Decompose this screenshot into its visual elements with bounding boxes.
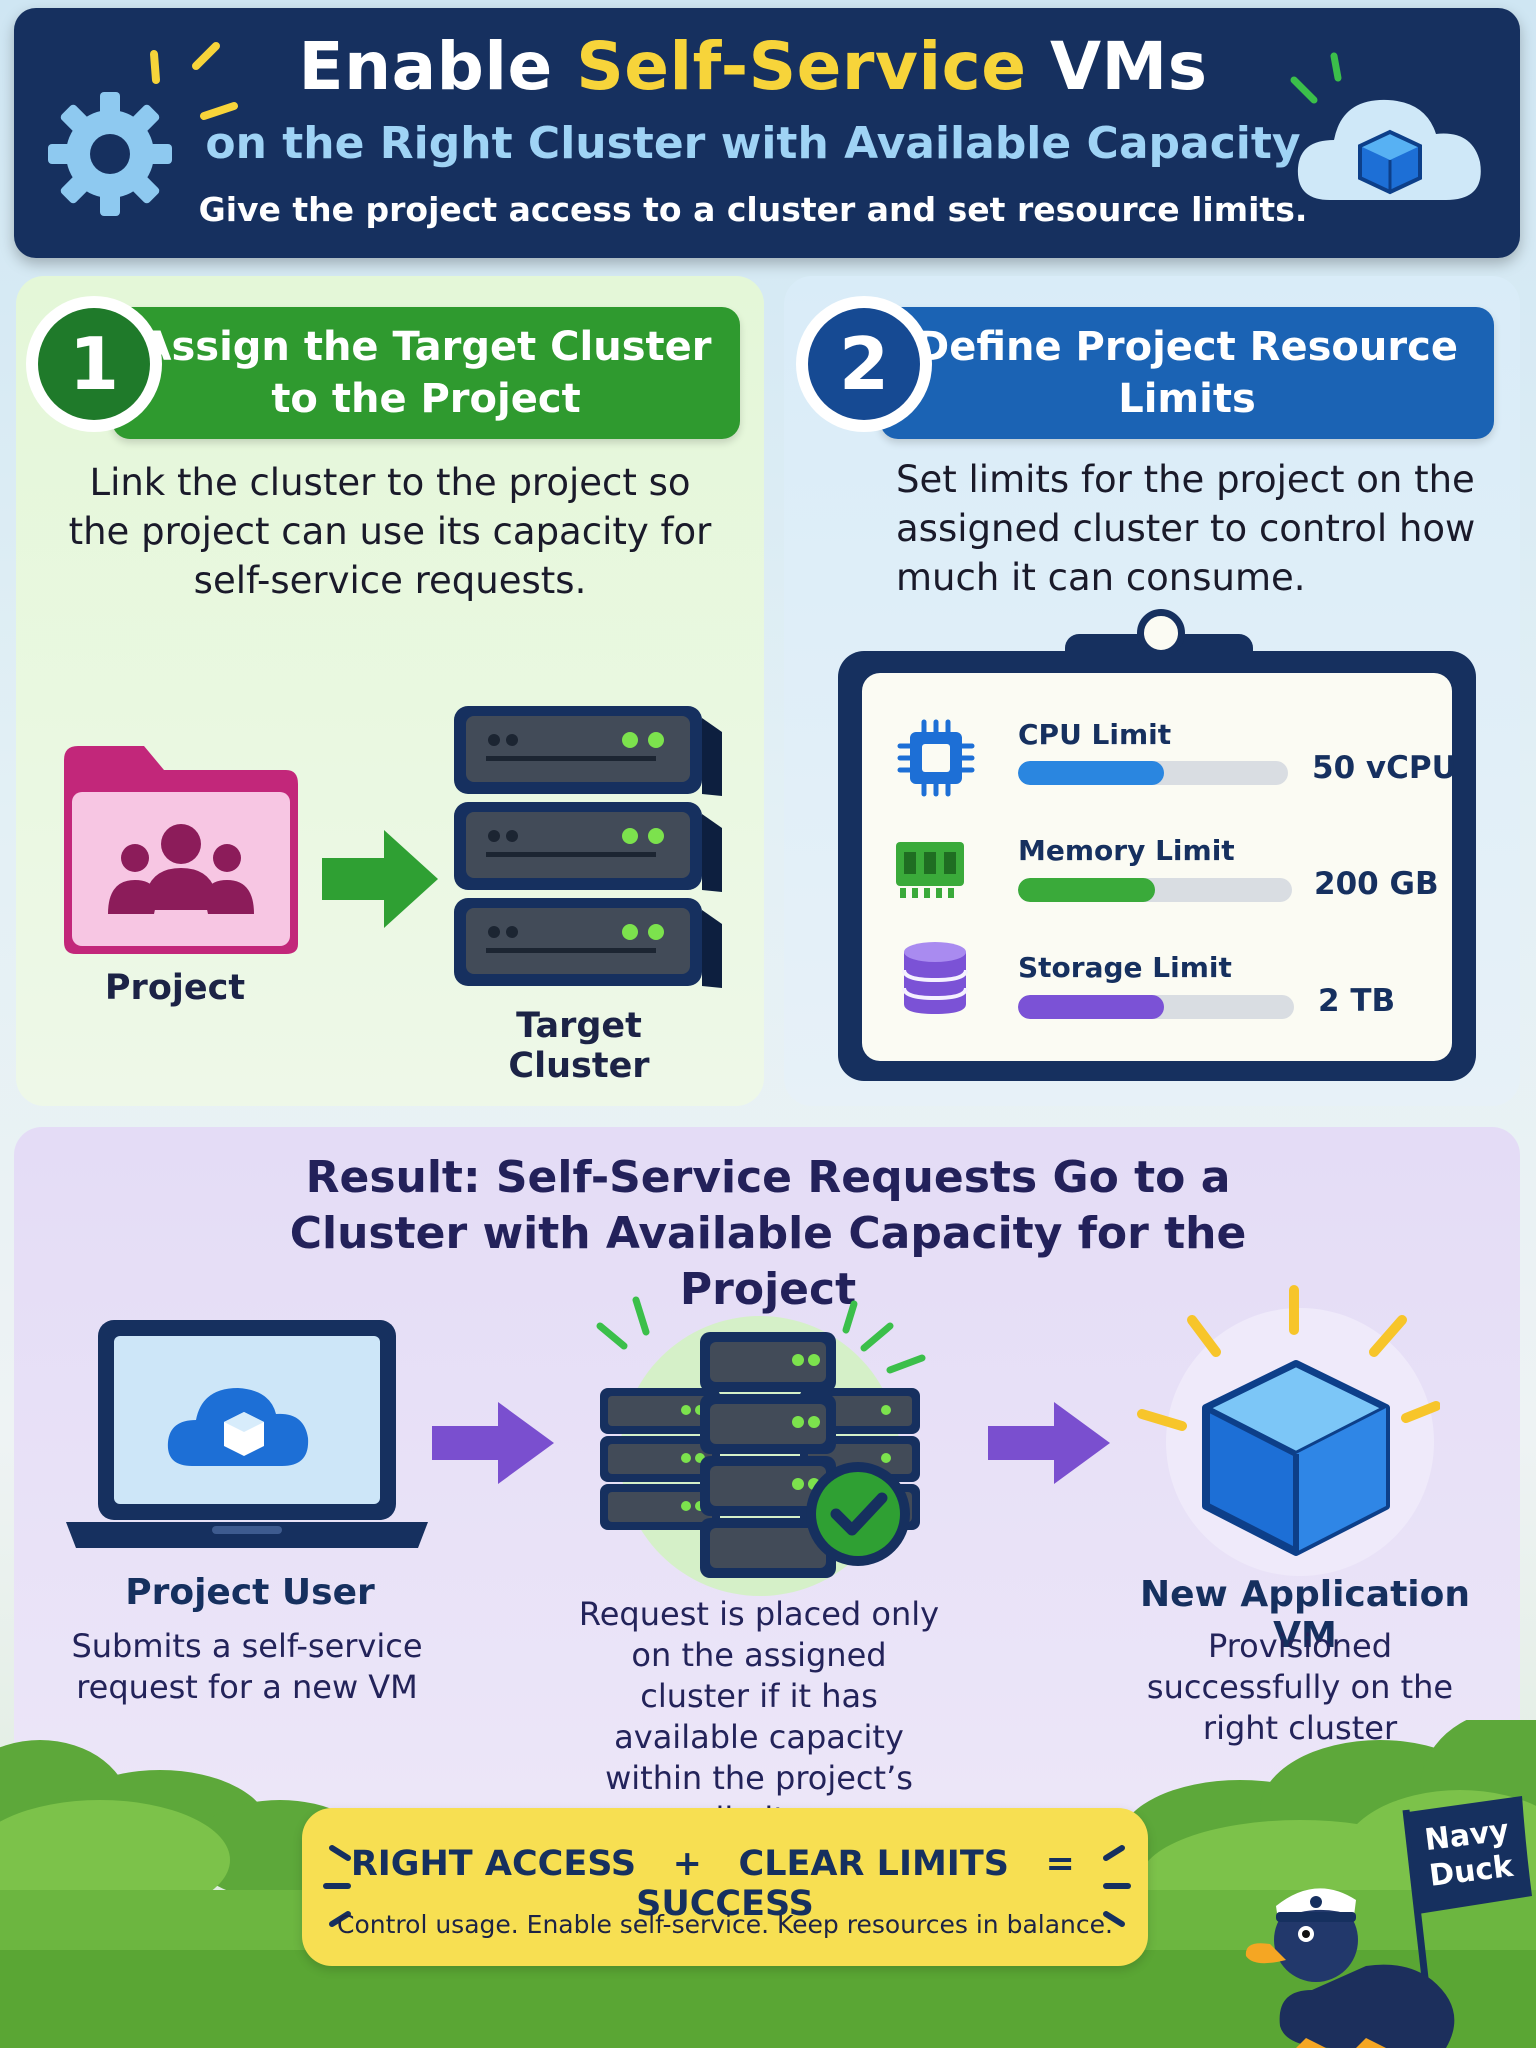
step2-number-badge: 2 — [796, 296, 932, 432]
burst-left-icon — [323, 1845, 351, 1927]
arrow-right-icon — [322, 830, 438, 928]
step1-number-badge: 1 — [26, 296, 162, 432]
memory-module-icon — [896, 842, 964, 898]
cpu-limit-bar — [1018, 761, 1288, 785]
storage-limit-value: 2 TB — [1318, 983, 1396, 1019]
vm-cube-icon — [1137, 1285, 1440, 1576]
cpu-limit-value: 50 vCPU — [1312, 750, 1457, 786]
storage-limit-bar-fill — [1018, 995, 1165, 1019]
server-rack-icon — [454, 706, 722, 988]
formula-equals: = — [1045, 1844, 1075, 1884]
project-user-description: Submits a self-service request for a new… — [71, 1627, 423, 1706]
arrow-right-icon — [988, 1402, 1110, 1484]
cloud-cube-icon — [1290, 52, 1481, 200]
burst-right-icon — [1103, 1845, 1131, 1927]
step1-description: Link the cluster to the project so the p… — [68, 461, 712, 602]
formula-clear-limits: CLEAR LIMITS — [738, 1844, 1009, 1884]
storage-limit-label: Storage Limit — [1018, 951, 1232, 984]
new-vm-title: New Application VM — [1140, 1574, 1470, 1656]
memory-limit-bar — [1018, 878, 1292, 902]
page-subtitle: on the Right Cluster with Available Capa… — [205, 118, 1301, 169]
project-folder-icon — [64, 746, 298, 954]
memory-limit-label: Memory Limit — [1018, 834, 1235, 867]
step1-title: Assign the Target Cluster to the Project — [112, 307, 740, 439]
cpu-chip-icon — [897, 719, 975, 797]
project-label: Project — [104, 968, 246, 1008]
page-title: Enable Self-Service VMs — [298, 28, 1208, 105]
limit-row — [894, 838, 966, 906]
navy-duck-mascot — [1245, 1796, 1532, 2048]
memory-limit-value: 200 GB — [1314, 866, 1439, 902]
memory-limit-bar-fill — [1018, 878, 1155, 902]
cpu-limit-bar-fill — [1018, 761, 1164, 785]
footer-tagline: Control usage. Enable self-service. Keep… — [337, 1910, 1113, 1939]
new-vm-description: Provisioned successfully on the right cl… — [1146, 1627, 1454, 1747]
project-user-title: Project User — [125, 1572, 375, 1613]
cluster-success-icon — [596, 1296, 926, 1596]
step2-description: Set limits for the project on the assign… — [896, 458, 1476, 599]
formula-plus: + — [672, 1844, 702, 1884]
step2-title: Define Project Resource Limits — [880, 307, 1494, 439]
limit-row — [896, 718, 976, 802]
formula-right-access: RIGHT ACCESS — [350, 1844, 637, 1884]
database-icon — [902, 942, 968, 1014]
storage-limit-bar — [1018, 995, 1294, 1019]
laptop-icon — [66, 1320, 428, 1548]
cpu-limit-label: CPU Limit — [1018, 718, 1172, 751]
target-cluster-label: Target Cluster — [508, 1006, 650, 1086]
title-highlight: Self-Service — [576, 28, 1027, 105]
formula-success: SUCCESS — [636, 1884, 814, 1924]
page-description: Give the project access to a cluster and… — [198, 190, 1308, 229]
limit-row — [900, 940, 970, 1020]
header-banner — [14, 8, 1520, 258]
arrow-right-icon — [432, 1402, 554, 1484]
gear-icon — [48, 92, 172, 216]
success-formula: RIGHT ACCESS + CLEAR LIMITS = SUCCESS — [302, 1844, 1148, 1924]
result-title: Result: Self-Service Requests Go to a Cl… — [289, 1152, 1247, 1315]
clipboard-ring — [1137, 609, 1185, 657]
sparkle-icon — [150, 42, 238, 120]
summary-callout — [302, 1808, 1148, 1966]
